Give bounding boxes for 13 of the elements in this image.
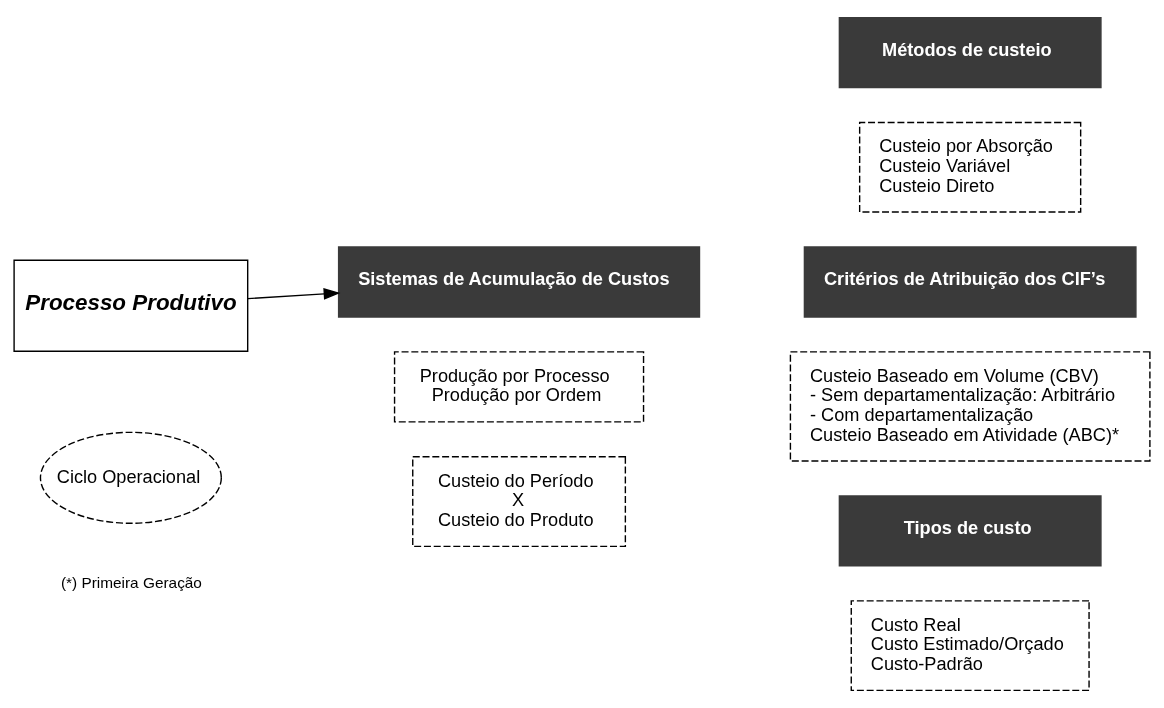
node-box: Critérios de Atribuição dos CIF’s (803, 246, 1137, 318)
arrow (247, 288, 341, 300)
node-box: Custo Real Custo Estimado/Orçado Custo-Padrão (850, 600, 1090, 692)
node-ellipse: Ciclo Operacional (39, 431, 223, 524)
node-box: Custeio do Período X Custeio do Produto (412, 456, 627, 548)
node-box: Custeio Baseado em Volume (CBV) - Sem departamentalização: Arbitrário - Com departamentalização Custeio Baseado em Atividade (ABC)* (789, 351, 1151, 462)
node-box: Processo Produtivo (13, 259, 249, 352)
node-box: Tipos de custo (838, 495, 1102, 567)
node-box: Custeio por Absorção Custeio Variável Custeio Direto (858, 121, 1082, 213)
node-box: Métodos de custeio (838, 16, 1102, 89)
node-box: Produção por Processo Produção por Ordem (393, 351, 645, 423)
label: (*) Primeira Geração (60, 574, 202, 592)
node-box: Sistemas de Acumulação de Custos (337, 246, 701, 318)
